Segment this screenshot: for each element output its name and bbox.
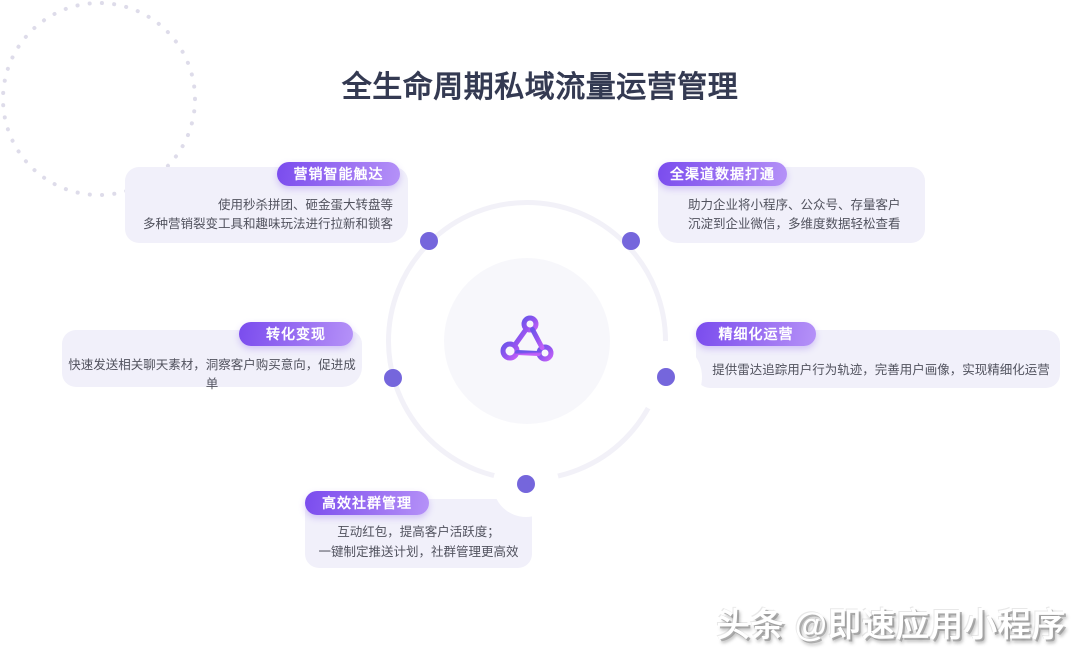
connector-dot — [384, 369, 402, 387]
page-title: 全生命周期私域流量运营管理 — [341, 71, 739, 104]
card-refined-operation: 精细化运营 提供雷达追踪用户行为轨迹，完善用户画像，实现精细化运营 — [696, 322, 1060, 388]
card-omnichannel-data: 全渠道数据打通 助力企业将小程序、公众号、存量客户 沉淀到企业微信，多维度数据轻… — [658, 162, 925, 243]
watermark: 头条 @即速应用小程序 — [716, 606, 1066, 643]
card-text-line: 提供雷达追踪用户行为轨迹，完善用户画像，实现精细化运营 — [712, 363, 1050, 377]
connector-dot — [657, 368, 675, 386]
triangle-network-logo-icon — [500, 315, 554, 362]
card-text-line: 快速发送相关聊天素材，洞察客户购买意向，促进成单 — [68, 358, 356, 391]
card-text-line: 一键制定推送计划，社群管理更高效 — [318, 545, 519, 559]
card-badge: 精细化运营 — [696, 322, 816, 346]
dotted-ring — [1, 1, 197, 197]
inner-circle — [444, 258, 610, 424]
card-text-line: 多种营销裂变工具和趣味玩法进行拉新和锁客 — [142, 217, 393, 231]
card-text-line: 互动红包，提高客户活跃度； — [337, 525, 500, 539]
card-text-line: 沉淀到企业微信，多维度数据轻松查看 — [688, 217, 901, 231]
card-community-management: 高效社群管理 互动红包，提高客户活跃度； 一键制定推送计划，社群管理更高效 — [305, 491, 532, 568]
connector-dot — [517, 475, 535, 493]
connector-dot — [420, 232, 438, 250]
card-badge: 高效社群管理 — [305, 491, 429, 515]
card-badge: 转化变现 — [239, 322, 353, 346]
card-conversion-monetization: 转化变现 快速发送相关聊天素材，洞察客户购买意向，促进成单 — [62, 322, 362, 391]
card-badge: 营销智能触达 — [277, 162, 400, 186]
card-text-line: 使用秒杀拼团、砸金蛋大转盘等 — [217, 198, 393, 212]
card-text-line: 助力企业将小程序、公众号、存量客户 — [688, 198, 901, 212]
card-badge: 全渠道数据打通 — [658, 162, 787, 186]
connector-dot — [622, 232, 640, 250]
card-marketing-smart-reach: 营销智能触达 使用秒杀拼团、砸金蛋大转盘等 多种营销裂变工具和趣味玩法进行拉新和… — [125, 162, 408, 243]
